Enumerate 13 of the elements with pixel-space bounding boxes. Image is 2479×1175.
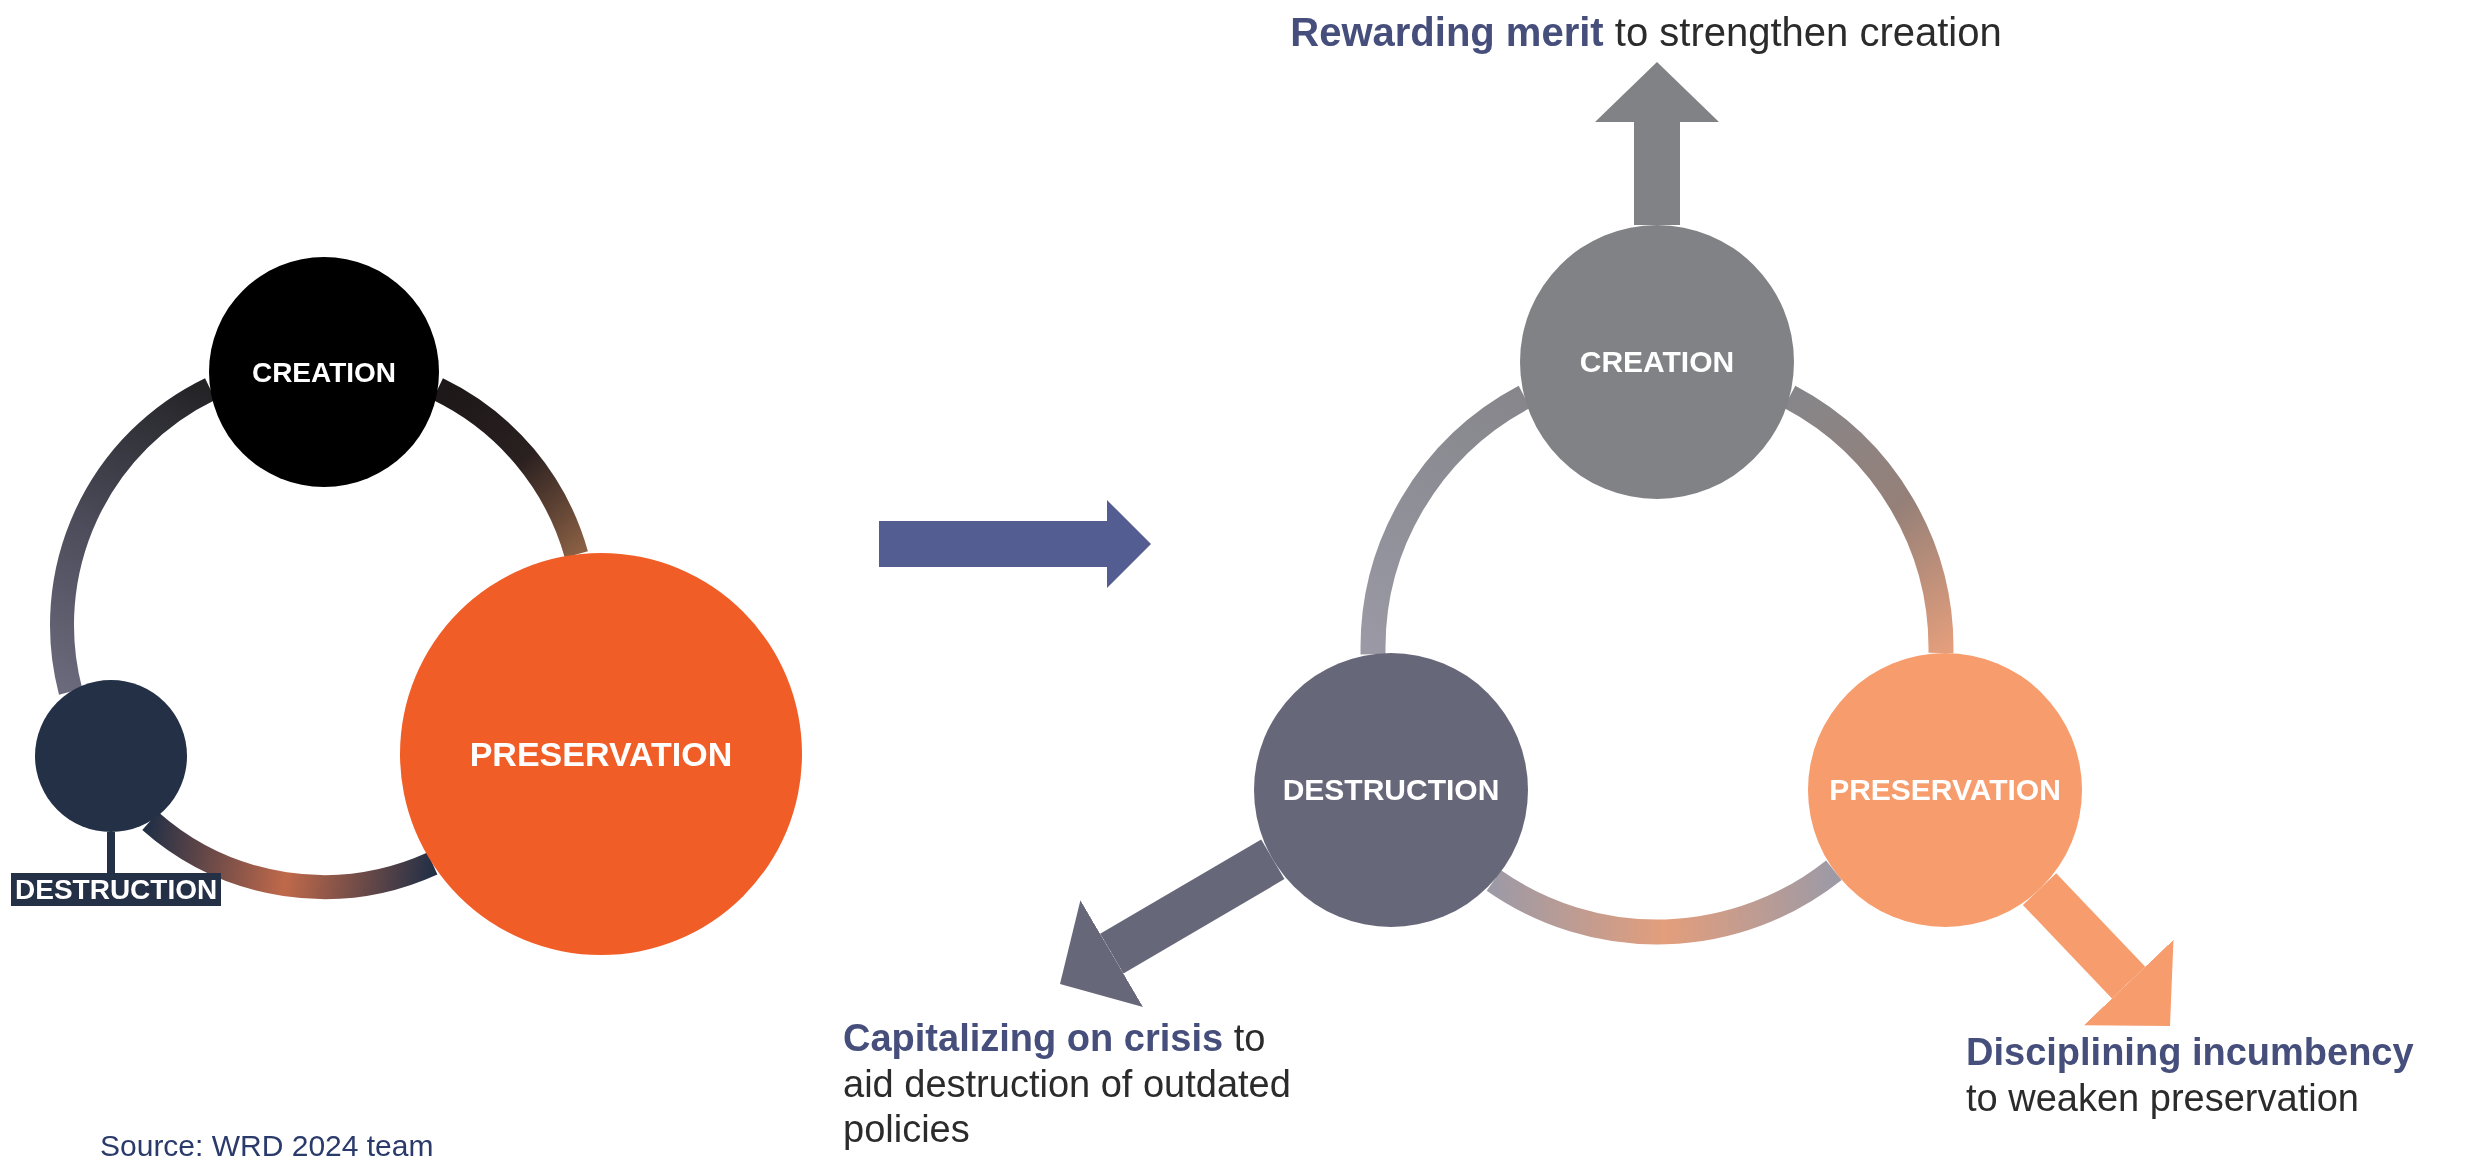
block-arrow xyxy=(2022,873,2174,1026)
block-arrow xyxy=(1060,839,1285,1008)
leader-line xyxy=(107,832,115,873)
source-note: Source: WRD 2024 team xyxy=(100,1128,434,1164)
outcome-text: Capitalizing on crisis to aid destruction of outdated policies xyxy=(843,1016,1313,1153)
stage-label: DESTRUCTION xyxy=(11,873,222,906)
cycle-arc xyxy=(1487,859,1842,945)
outcome-text: Rewarding merit to strengthen creation xyxy=(1236,8,2056,56)
cycle-arc xyxy=(1360,386,1531,655)
outcome-text: Disciplining incumbency to weaken preservation xyxy=(1966,1030,2436,1122)
cycle-arc xyxy=(142,811,437,899)
cycle-arc xyxy=(1783,386,1954,654)
block-arrow xyxy=(1595,62,1719,225)
